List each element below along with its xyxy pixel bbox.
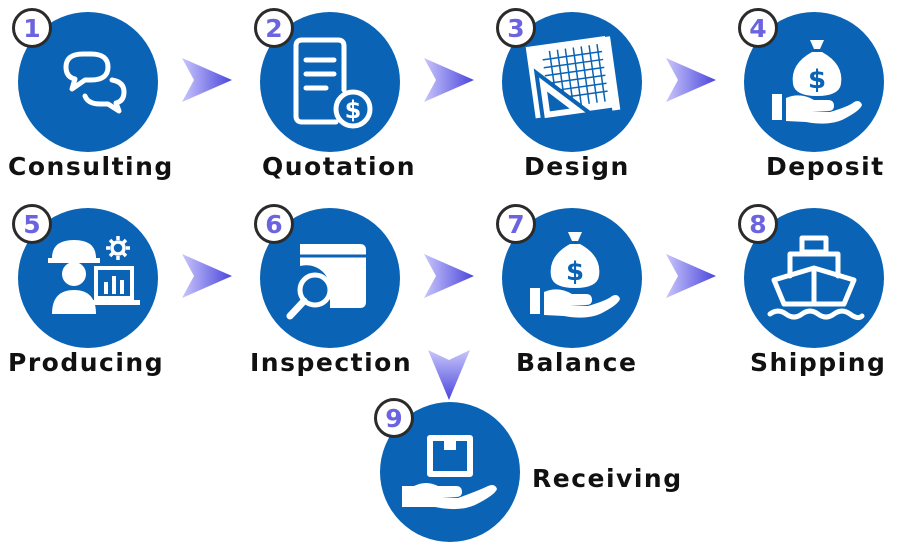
step-number-badge: 8 (738, 204, 778, 244)
step-number-badge: 9 (374, 398, 414, 438)
step-deposit: $ 4 (738, 8, 884, 152)
step-number-badge: 1 (12, 8, 52, 48)
step-label: Balance (516, 348, 638, 377)
step-shipping: 8 (738, 204, 884, 348)
flow-arrow (664, 252, 718, 300)
step-design: 3 (496, 8, 642, 152)
flow-arrow (422, 252, 476, 300)
step-number-badge: 4 (738, 8, 778, 48)
step-number-badge: 3 (496, 8, 536, 48)
step-label: Deposit (766, 152, 885, 181)
flow-arrow (664, 56, 718, 104)
step-producing: 5 (12, 204, 158, 348)
money-bag-hand-icon: $ (772, 40, 862, 124)
box-magnifier-icon (286, 244, 366, 320)
step-receiving: 9 (374, 398, 520, 542)
svg-text:$: $ (566, 257, 584, 287)
flow-arrow (180, 252, 234, 300)
step-label: Quotation (262, 152, 417, 181)
blueprint-icon (525, 35, 621, 123)
flow-arrow (180, 56, 234, 104)
step-circle (502, 12, 642, 152)
hand-box-icon (402, 435, 497, 510)
step-consulting: 1 (12, 8, 158, 152)
step-label: Producing (8, 348, 165, 377)
step-label: Inspection (250, 348, 413, 377)
step-quotation: $ 2 (254, 8, 400, 152)
flow-arrow-down (426, 348, 472, 402)
right-arrow-icon (182, 58, 232, 102)
step-inspection: 6 (254, 204, 400, 348)
right-arrow-icon (424, 254, 474, 298)
step-number-badge: 6 (254, 204, 294, 244)
document-dollar-icon: $ (293, 37, 373, 129)
svg-text:$: $ (345, 96, 362, 124)
right-arrow-icon (666, 254, 716, 298)
step-circle (744, 208, 884, 348)
worker-icon (48, 236, 140, 314)
step-circle: $ (502, 208, 642, 348)
step-label: Consulting (8, 152, 174, 181)
ship-icon (767, 235, 865, 321)
money-bag-hand-icon: $ (530, 232, 620, 318)
right-arrow-icon (182, 254, 232, 298)
step-balance: $ 7 (496, 204, 642, 348)
step-number-badge: 5 (12, 204, 52, 244)
step-label: Shipping (750, 348, 887, 377)
step-number-badge: 2 (254, 8, 294, 48)
svg-text:$: $ (808, 65, 826, 95)
flow-arrow (422, 56, 476, 104)
right-arrow-icon (424, 58, 474, 102)
down-arrow-icon (428, 350, 470, 400)
step-label: Receiving (532, 464, 683, 493)
right-arrow-icon (666, 58, 716, 102)
step-number-badge: 7 (496, 204, 536, 244)
step-label: Design (524, 152, 630, 181)
chat-bubbles-icon (63, 51, 127, 114)
